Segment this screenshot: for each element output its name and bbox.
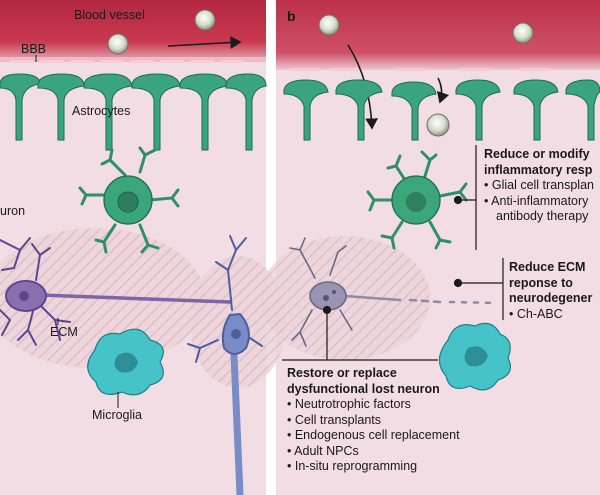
neuron-purple-a bbox=[0, 237, 232, 346]
neuron-label: uron bbox=[0, 204, 26, 218]
callout-ecm-title-3: neurodegener bbox=[509, 291, 593, 305]
callout-ecm-title-1: Reduce ECM bbox=[509, 260, 586, 274]
bbb-junctions-a bbox=[10, 60, 244, 63]
blood-cell bbox=[194, 9, 216, 31]
microglia-teal-a bbox=[87, 328, 164, 408]
callout-inflammatory-title-2: inflammatory resp bbox=[484, 162, 593, 177]
callout-inflammatory: Reduce or modify inflammatory resp • Gli… bbox=[484, 147, 594, 225]
blood-cell bbox=[107, 33, 129, 55]
blood-cell bbox=[512, 22, 534, 44]
callout-inflammatory-title-1: Reduce or modify bbox=[484, 147, 590, 161]
callout-neuron-item: • Neutrotrophic factors bbox=[287, 397, 411, 411]
callout-ecm-item: • Ch-ABC bbox=[509, 306, 563, 321]
microglia-green-a bbox=[78, 146, 180, 254]
callout-neuron-title-1: Restore or replace bbox=[287, 366, 397, 380]
callout-inflammatory-item: • Glial cell transplan bbox=[484, 178, 594, 192]
callout-ecm-title-2: reponse to bbox=[509, 275, 573, 290]
astrocytes-label: Astrocytes bbox=[72, 104, 131, 118]
callout-neuron-item: • Endogenous cell replacement bbox=[287, 428, 460, 442]
callout-neuron-title-2: dysfunctional lost neuron bbox=[287, 381, 440, 396]
bbb-junctions-b bbox=[290, 68, 550, 71]
blood-vessel-a bbox=[0, 0, 266, 60]
callout-ecm: Reduce ECM reponse to neurodegener • Ch-… bbox=[509, 260, 592, 322]
ecm-label: ECM bbox=[50, 325, 78, 339]
astrocytes-a bbox=[0, 73, 267, 151]
callout-neuron-item: • In-situ reprogramming bbox=[287, 459, 418, 473]
callout-neuron-item: • Cell transplants bbox=[287, 412, 382, 427]
blood-cell-extravasated bbox=[426, 113, 450, 137]
neuron-faded-b bbox=[289, 237, 497, 347]
blood-cell bbox=[318, 14, 340, 36]
label-leaders bbox=[35, 55, 59, 325]
blood-vessel-b bbox=[276, 0, 600, 70]
astrocytes-b bbox=[283, 79, 600, 141]
microglia-green-b bbox=[366, 150, 468, 250]
flow-arrow bbox=[167, 36, 242, 49]
panel-b-letter: b bbox=[287, 8, 296, 24]
microglia-teal-b bbox=[438, 322, 511, 391]
blood-vessel-label: Blood vessel bbox=[74, 8, 145, 22]
leak-arrow bbox=[436, 77, 450, 104]
callout-neuron: Restore or replace dysfunctional lost ne… bbox=[287, 366, 460, 475]
callout-inflammatory-item: antibody therapy bbox=[496, 209, 589, 223]
callout-neuron-item: • Adult NPCs bbox=[287, 443, 359, 458]
microglia-label: Microglia bbox=[92, 408, 143, 422]
callout-lines bbox=[282, 145, 504, 361]
neuron-blue-a bbox=[187, 235, 263, 495]
blood-cells bbox=[107, 9, 534, 137]
bbb-label: BBB bbox=[21, 42, 47, 56]
callout-inflammatory-item: • Anti-inflammatory bbox=[484, 193, 589, 208]
